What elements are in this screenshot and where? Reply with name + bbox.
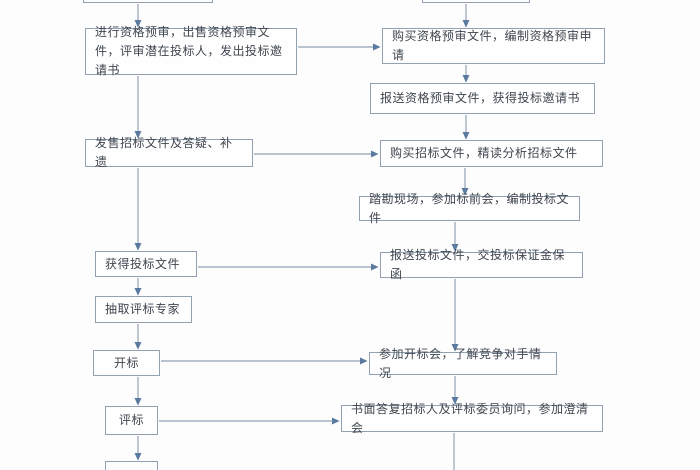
node-attend-bid-opening: 参加开标会，了解竞争对手情况 [369,347,557,380]
node-sell-tender-documents: 发售招标文件及答疑、补遗 [85,136,253,169]
node-label: 参加开标会，了解竞争对手情况 [379,346,542,380]
node-label: 报送资格预审文件，获得投标邀请书 [380,91,581,105]
node-submit-bid-documents: 报送投标文件，交投标保证金保函 [380,248,583,281]
node-label: 评标 [118,413,144,427]
node-label: 书面答复招标人及评标委员询问，参加澄清会 [351,401,589,435]
node-bid-opening: 开标 [93,350,160,376]
node-label: 踏勘现场，参加标前会，编制投标文件 [369,191,570,225]
node-top-right-partial [422,0,530,3]
node-label: 购买招标文件，精读分析招标文件 [390,146,578,160]
node-buy-prequalification-documents: 购买资格预审文件，编制资格预审申请 [382,28,605,64]
node-bottom-left-partial [105,461,158,470]
node-conduct-prequalification: 进行资格预审，出售资格预审文件，评审潜在投标人，发出投标邀请书 [85,25,297,77]
node-label: 开标 [113,355,139,370]
node-buy-tender-documents: 购买招标文件，精读分析招标文件 [380,140,603,167]
node-label: 获得投标文件 [105,256,181,271]
node-top-left-partial [83,0,213,3]
node-bid-evaluation: 评标 [105,406,158,435]
node-written-reply-clarification: 书面答复招标人及评标委员询问，参加澄清会 [341,402,603,435]
node-select-evaluation-experts: 抽取评标专家 [95,296,192,323]
node-label: 购买资格预审文件，编制资格预审申请 [392,29,593,62]
node-site-visit-prepare-bid: 踏勘现场，参加标前会，编制投标文件 [359,192,580,225]
node-label: 抽取评标专家 [105,302,181,316]
node-label: 报送投标文件，交投标保证金保函 [390,248,566,281]
node-label: 进行资格预审，出售资格预审文件，评审潜在投标人，发出投标邀请书 [95,25,283,77]
node-receive-bid-documents: 获得投标文件 [95,251,197,277]
node-submit-prequalification-documents: 报送资格预审文件，获得投标邀请书 [370,83,595,114]
node-label: 发售招标文件及答疑、补遗 [95,136,233,169]
